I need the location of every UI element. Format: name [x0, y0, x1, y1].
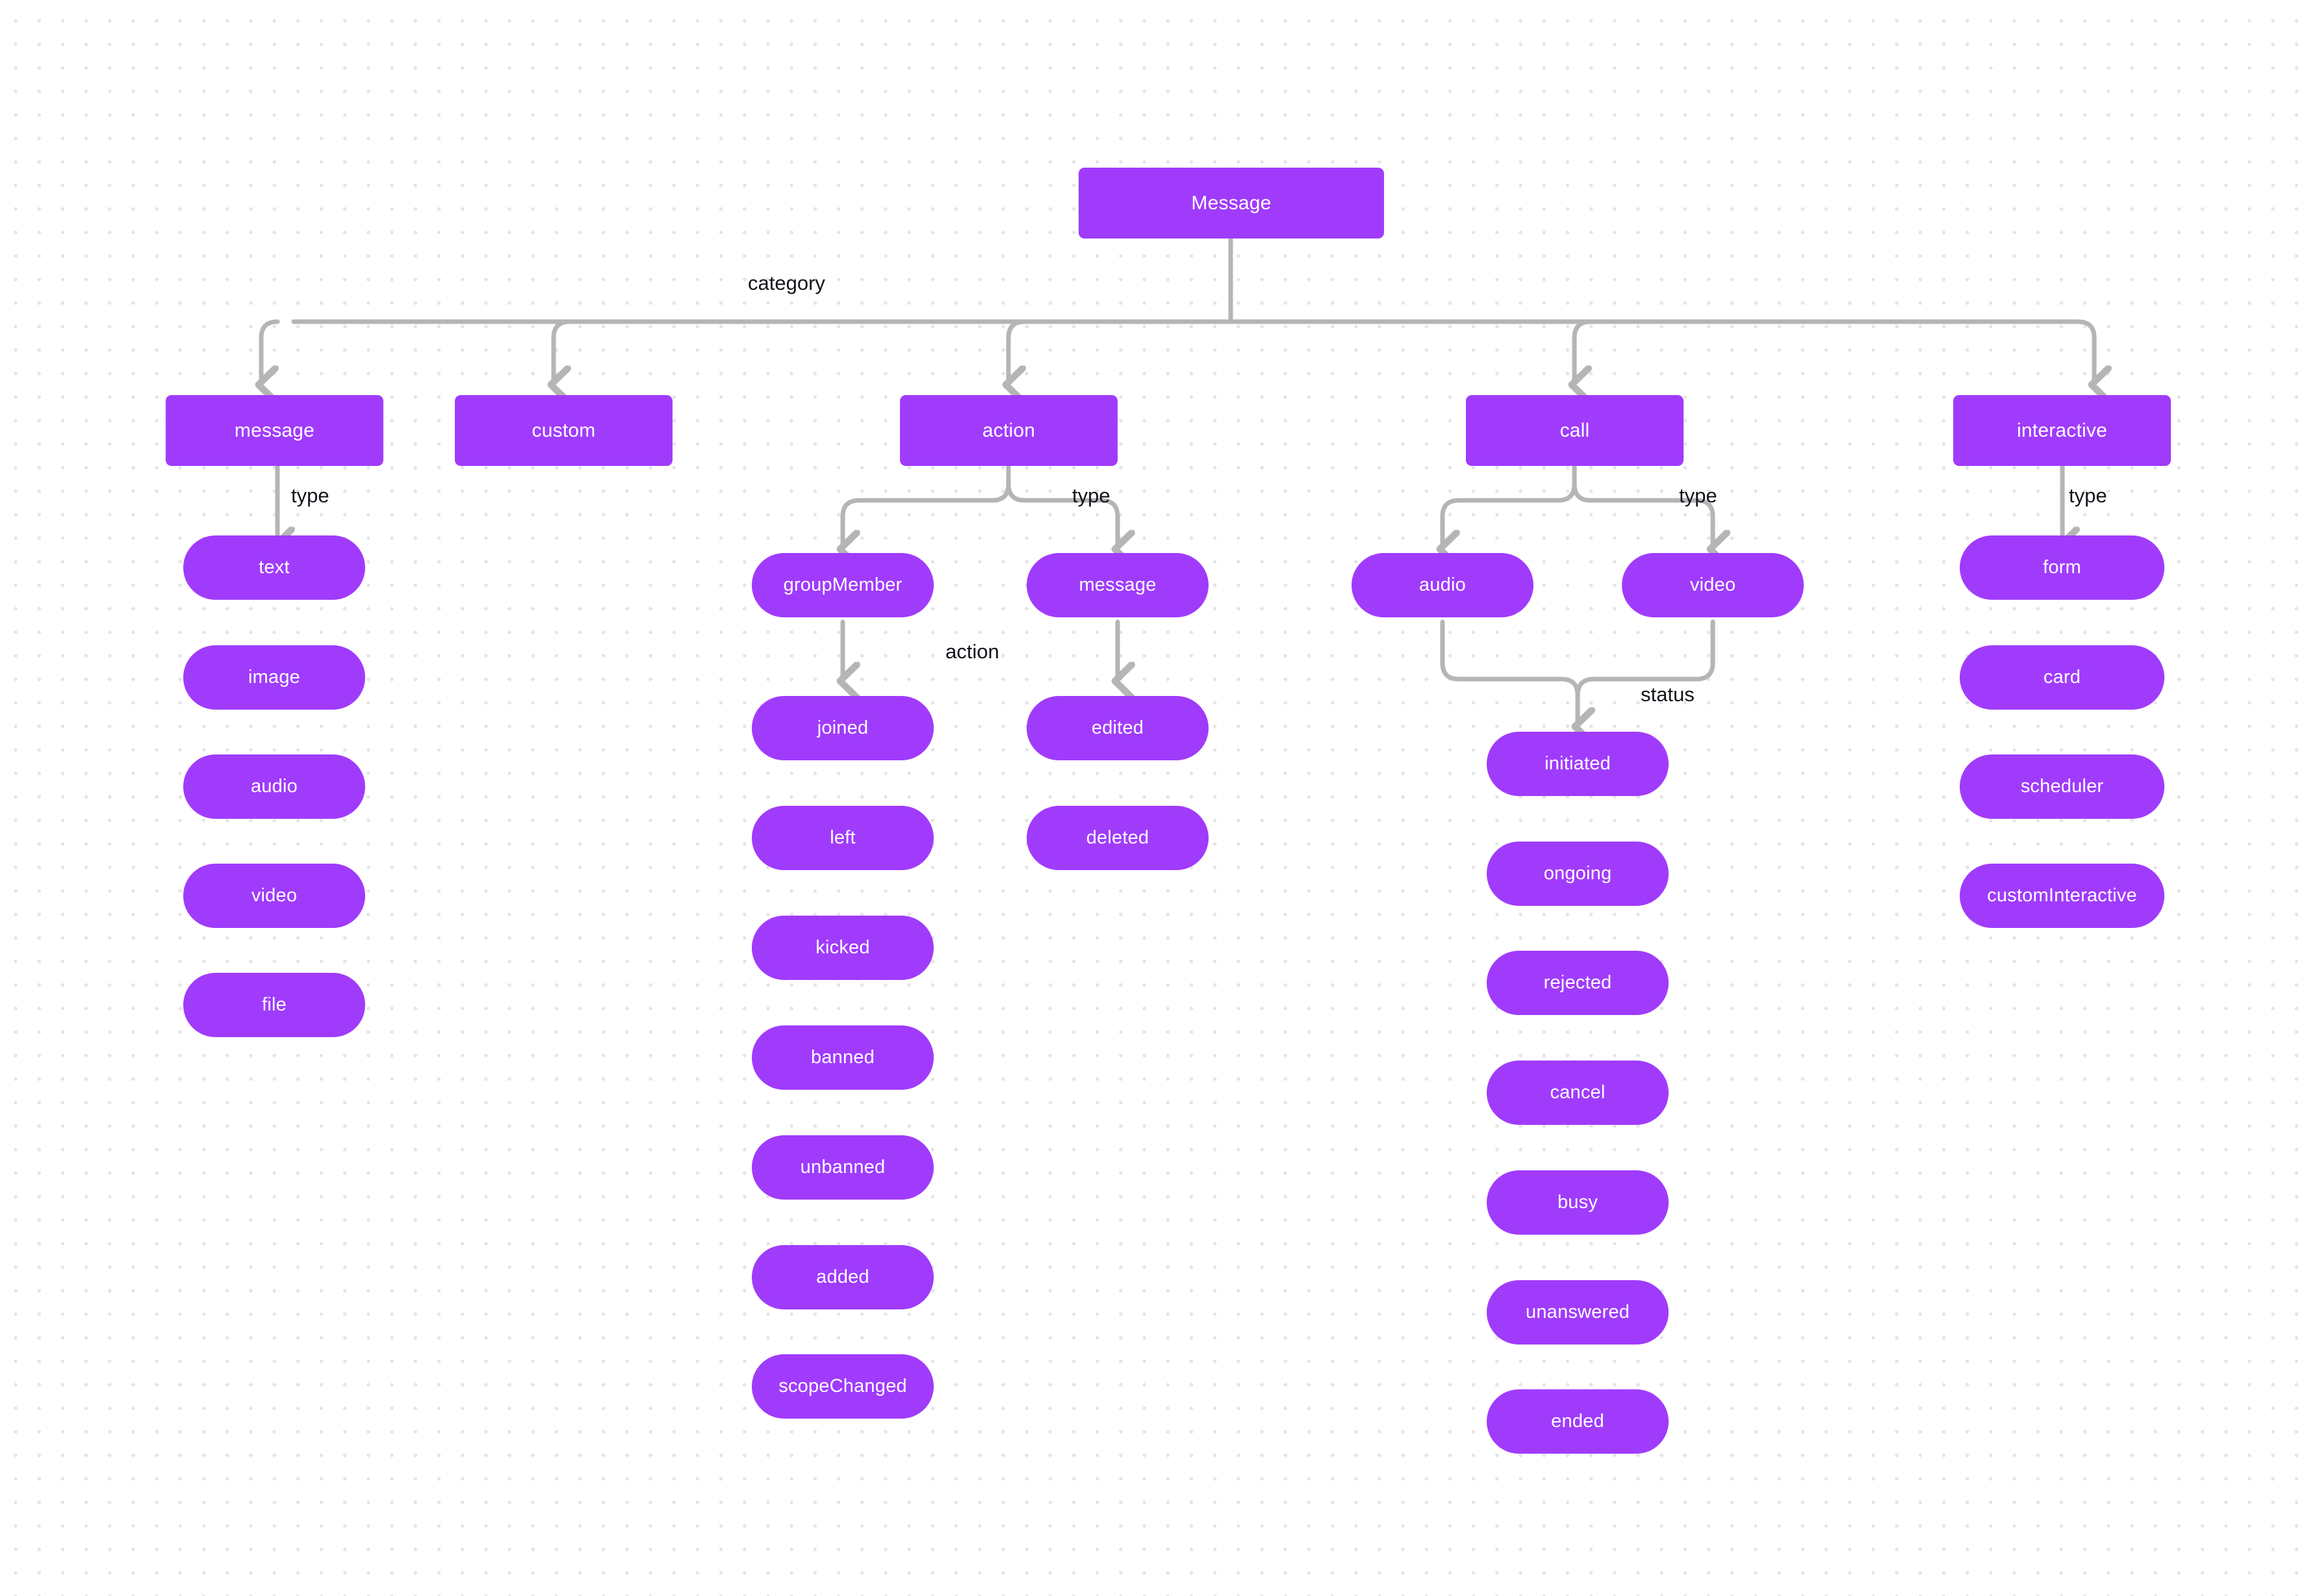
node-label: left [830, 827, 856, 848]
node-label: card [2043, 667, 2081, 688]
node-label: custom [532, 419, 596, 441]
node-label: audio [251, 776, 298, 797]
node-groupmember-action-left[interactable]: left [752, 806, 934, 870]
edge-label-type-action: type [1072, 484, 1110, 507]
node-label: added [816, 1267, 869, 1287]
node-label: scheduler [2020, 776, 2104, 797]
node-label: ongoing [1543, 863, 1612, 884]
node-label: customInteractive [1987, 885, 2137, 906]
node-call-status-initiated[interactable]: initiated [1487, 732, 1669, 796]
node-label: busy [1557, 1192, 1598, 1213]
node-message-type-text[interactable]: text [183, 535, 365, 600]
node-interactive-type-card[interactable]: card [1960, 645, 2164, 710]
node-interactive-type-form[interactable]: form [1960, 535, 2164, 600]
edge-label-status: status [1641, 683, 1695, 706]
node-call-status-cancel[interactable]: cancel [1487, 1061, 1669, 1125]
node-label: edited [1091, 717, 1144, 738]
node-label: video [251, 885, 298, 906]
node-interactive-type-scheduler[interactable]: scheduler [1960, 754, 2164, 819]
node-message-type-video[interactable]: video [183, 864, 365, 928]
node-groupmember-action-kicked[interactable]: kicked [752, 916, 934, 980]
node-label: banned [811, 1047, 875, 1068]
node-message-action-edited[interactable]: edited [1027, 696, 1209, 760]
node-label: action [982, 419, 1036, 441]
node-category-action[interactable]: action [900, 395, 1118, 466]
node-category-call[interactable]: call [1466, 395, 1684, 466]
node-category-custom[interactable]: custom [455, 395, 673, 466]
node-label: kicked [815, 937, 870, 958]
node-label: image [248, 667, 300, 688]
node-category-interactive[interactable]: interactive [1953, 395, 2171, 466]
node-call-status-unanswered[interactable]: unanswered [1487, 1280, 1669, 1345]
node-call-type-audio[interactable]: audio [1352, 553, 1533, 617]
node-label: groupMember [783, 574, 903, 595]
node-message-type-file[interactable]: file [183, 973, 365, 1037]
edge-label-type-interactive: type [2069, 484, 2107, 507]
node-call-type-video[interactable]: video [1622, 553, 1804, 617]
node-interactive-type-custominteractive[interactable]: customInteractive [1960, 864, 2164, 928]
node-action-type-groupmember[interactable]: groupMember [752, 553, 934, 617]
node-action-type-message[interactable]: message [1027, 553, 1209, 617]
node-call-status-busy[interactable]: busy [1487, 1170, 1669, 1235]
edge-label-type-call: type [1679, 484, 1717, 507]
edge-label-type-message: type [291, 484, 329, 507]
node-label: file [262, 994, 287, 1015]
node-label: unanswered [1526, 1302, 1630, 1322]
node-label: video [1689, 574, 1736, 595]
node-label: cancel [1550, 1082, 1606, 1103]
node-label: ended [1551, 1411, 1604, 1432]
edge-label-category: category [748, 272, 825, 294]
node-category-message[interactable]: message [166, 395, 383, 466]
node-label: joined [817, 717, 869, 738]
node-groupmember-action-added[interactable]: added [752, 1245, 934, 1309]
edge-label-action: action [945, 640, 999, 663]
node-label: unbanned [800, 1157, 886, 1178]
node-label: call [1559, 419, 1590, 441]
node-label: Message [1191, 192, 1272, 214]
node-label: audio [1419, 574, 1466, 595]
node-groupmember-action-scopechanged[interactable]: scopeChanged [752, 1354, 934, 1419]
node-label: form [2043, 557, 2081, 578]
node-message-action-deleted[interactable]: deleted [1027, 806, 1209, 870]
node-label: message [1079, 574, 1157, 595]
node-groupmember-action-unbanned[interactable]: unbanned [752, 1135, 934, 1200]
node-label: deleted [1086, 827, 1149, 848]
node-call-status-ongoing[interactable]: ongoing [1487, 842, 1669, 906]
node-groupmember-action-joined[interactable]: joined [752, 696, 934, 760]
node-label: message [234, 419, 315, 441]
node-label: interactive [2017, 419, 2107, 441]
node-call-status-ended[interactable]: ended [1487, 1389, 1669, 1454]
node-label: scopeChanged [778, 1376, 907, 1396]
node-call-status-rejected[interactable]: rejected [1487, 951, 1669, 1015]
node-message-type-image[interactable]: image [183, 645, 365, 710]
node-message-type-audio[interactable]: audio [183, 754, 365, 819]
node-label: initiated [1545, 753, 1611, 774]
node-label: rejected [1543, 972, 1612, 993]
node-message-root[interactable]: Message [1079, 168, 1384, 238]
node-groupmember-action-banned[interactable]: banned [752, 1025, 934, 1090]
node-label: text [259, 557, 290, 578]
